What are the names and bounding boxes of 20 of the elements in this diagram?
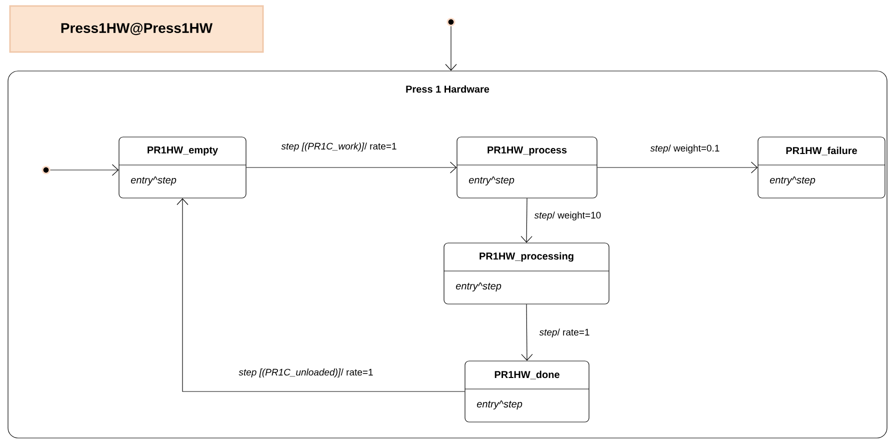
state-box: PR1HW_failure entry^step <box>758 136 886 198</box>
transition-arrow <box>50 164 119 176</box>
transition-arrow <box>445 26 457 71</box>
transition-arrow <box>521 304 533 361</box>
state-box: PR1HW_done entry^step <box>464 360 590 422</box>
state-box: PR1HW_empty entry^step <box>118 136 246 198</box>
title-box: Press1HW@Press1HW <box>9 5 264 53</box>
transition-arrow <box>246 162 457 174</box>
edge-label: step [(PR1C_work)]/ rate=1 <box>280 142 398 152</box>
edge-label: step/ rate=1 <box>538 328 591 338</box>
transition-arrow <box>597 162 758 174</box>
edge-label: step/ weight=0.1 <box>649 144 721 154</box>
initial-state-dot <box>446 18 456 26</box>
state-box: PR1HW_process entry^step <box>456 136 598 198</box>
state-box: PR1HW_processing entry^step <box>444 242 610 304</box>
edge-label: step [(PR1C_unloaded)]/ rate=1 <box>238 368 374 378</box>
transition-arrow <box>176 198 465 392</box>
transition-arrow <box>520 198 532 243</box>
edge-label: step/ weight=10 <box>533 210 602 222</box>
initial-state-dot <box>42 166 50 174</box>
